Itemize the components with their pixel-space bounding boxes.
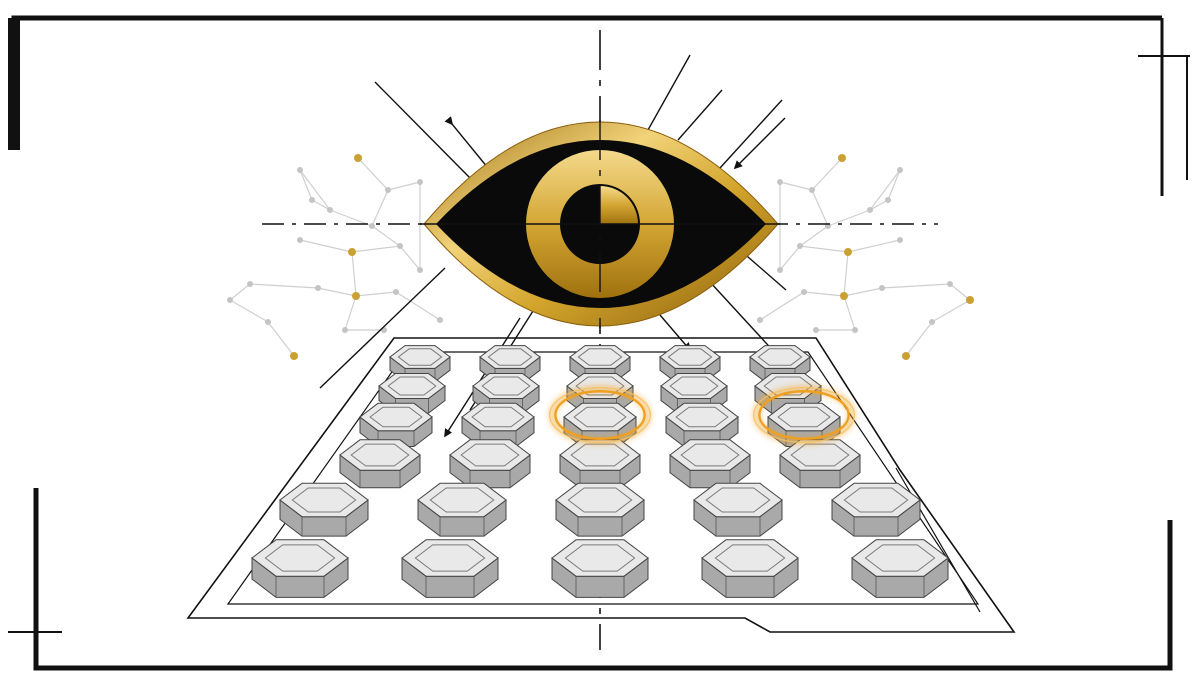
circuit-node-gold [352, 292, 360, 300]
circuit-network-left [227, 154, 443, 360]
hexagon-tile-icon [693, 482, 783, 537]
circuit-node [393, 289, 399, 295]
frame-bottom-border [33, 488, 1173, 671]
circuit-node [297, 167, 303, 173]
hexagon-tile-icon [559, 439, 641, 489]
circuit-node [813, 327, 819, 333]
hexagon-tile-icon [339, 439, 421, 489]
hexagon-tile-icon [555, 482, 645, 537]
circuit-node [929, 319, 935, 325]
highlight-ring-icon [752, 385, 856, 445]
circuit-node [385, 187, 391, 193]
circuit-node [397, 243, 403, 249]
hexagon-tile-icon [401, 539, 499, 598]
circuit-node [777, 267, 783, 273]
hexagon-tile-icon [449, 439, 531, 489]
hexagon-tile-icon [417, 482, 507, 537]
circuit-node-gold [348, 248, 356, 256]
all-seeing-eye-icon [420, 120, 780, 328]
circuit-node [797, 243, 803, 249]
board-outer-outline [186, 337, 1016, 633]
circuit-node [879, 285, 885, 291]
circuit-node-gold [902, 352, 910, 360]
circuit-node-gold [844, 248, 852, 256]
hexagon-tile-icon [279, 482, 369, 537]
hexagon-tile-grid [251, 345, 949, 598]
hexagon-tile-icon [851, 539, 949, 598]
hexagon-tile-icon [251, 539, 349, 598]
circuit-node-gold [354, 154, 362, 162]
circuit-node [417, 267, 423, 273]
circuit-node-gold [840, 292, 848, 300]
circuit-node [297, 237, 303, 243]
circuit-node [417, 179, 423, 185]
circuit-node-gold [838, 154, 846, 162]
hexagon-tile-icon [551, 539, 649, 598]
hexagon-tile-icon [359, 402, 433, 447]
hexagon-tile-icon [669, 439, 751, 489]
circuit-node [247, 281, 253, 287]
circuit-node [369, 223, 375, 229]
eye-pupil-notch [600, 186, 638, 224]
highlight-rings [548, 385, 856, 445]
circuit-node [315, 285, 321, 291]
circuit-node [947, 281, 953, 287]
circuit-node [801, 289, 807, 295]
circuit-node [852, 327, 858, 333]
circuit-node [757, 317, 763, 323]
circuit-node [265, 319, 271, 325]
circuit-node [437, 317, 443, 323]
highlight-ring-icon [548, 385, 652, 445]
hexagon-tile-icon [779, 439, 861, 489]
circuit-node [227, 297, 233, 303]
hexagon-tile-icon [701, 539, 799, 598]
circuit-node [327, 207, 333, 213]
circuit-node [777, 179, 783, 185]
circuit-node-gold [966, 296, 974, 304]
circuit-node [309, 197, 315, 203]
hexagon-tile-icon [461, 402, 535, 447]
circuit-node [342, 327, 348, 333]
hexagon-tile-icon [389, 345, 451, 383]
circuit-node [897, 237, 903, 243]
circuit-node [867, 207, 873, 213]
hexagon-tile-icon [665, 402, 739, 447]
circuit-node [897, 167, 903, 173]
circuit-node [885, 197, 891, 203]
hexagon-tile-icon [831, 482, 921, 537]
circuit-node [809, 187, 815, 193]
circuit-network-right [757, 154, 974, 360]
frame-brackets [8, 15, 1190, 671]
circuit-node-gold [290, 352, 298, 360]
